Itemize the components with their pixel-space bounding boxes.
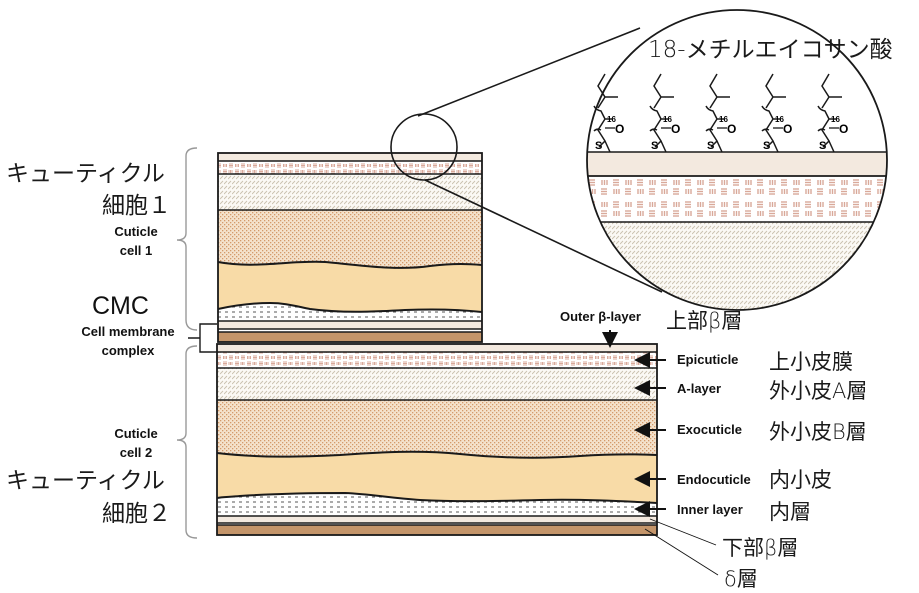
bracket-cell-2 bbox=[176, 345, 198, 539]
c2-exocuticle-layer bbox=[217, 400, 657, 460]
c2-outer-beta-layer bbox=[217, 344, 657, 352]
c2-delta-layer bbox=[217, 525, 657, 535]
layer-en-endocuticle: Endocuticle bbox=[677, 472, 751, 487]
repeat-subscript: 16 bbox=[719, 115, 728, 124]
layer-jp-inner-layer: 内層 bbox=[769, 500, 811, 524]
magnifier-connector-bottom bbox=[424, 179, 663, 293]
molecule-skeleton bbox=[817, 73, 842, 153]
layer-en-inner-layer: Inner layer bbox=[677, 502, 743, 517]
label-arrows bbox=[602, 330, 666, 517]
layer-jp-endocuticle: 内小皮 bbox=[769, 468, 832, 492]
c2-a-layer bbox=[217, 368, 657, 400]
inset-beta-layer bbox=[587, 152, 887, 176]
c1-a-layer bbox=[218, 174, 482, 210]
c1-endocuticle-layer bbox=[218, 261, 482, 312]
oxygen-atom: O bbox=[615, 122, 624, 136]
sulfur-atom: S bbox=[651, 140, 658, 152]
layer-jp-epicuticle: 上小皮膜 bbox=[769, 350, 853, 374]
repeat-subscript: 16 bbox=[607, 115, 616, 124]
layer-en-exocuticle: Exocuticle bbox=[677, 422, 743, 437]
fatty-acid-molecule: 16O S bbox=[649, 73, 680, 153]
bracket-cell-1 bbox=[176, 147, 198, 331]
c1-exocuticle-layer bbox=[218, 210, 482, 270]
repeat-subscript: 16 bbox=[663, 115, 672, 124]
cmc-label: CMC bbox=[92, 292, 149, 320]
c1-delta-layer bbox=[218, 332, 482, 342]
layer-jp-outer-beta: 上部β層 bbox=[666, 309, 743, 333]
fatty-acid-molecule: 16O S bbox=[817, 73, 848, 153]
repeat-subscript: 16 bbox=[775, 115, 784, 124]
cmc-en-label-line1: Cell membrane bbox=[81, 324, 175, 339]
oxygen-atom: O bbox=[727, 122, 736, 136]
c2-lower-beta-layer bbox=[217, 516, 657, 523]
oxygen-atom: O bbox=[671, 122, 680, 136]
layer-jp-a-layer: 外小皮A層 bbox=[769, 379, 868, 403]
oxygen-atom: O bbox=[839, 122, 848, 136]
layer-en-outer-beta: Outer β-layer bbox=[560, 309, 641, 324]
cuticle-cell-1-block bbox=[217, 152, 483, 343]
cell1-jp-label-line1: キューティクル bbox=[6, 161, 165, 187]
sulfur-atom: S bbox=[595, 140, 602, 152]
cell1-en-label-line1: Cuticle bbox=[114, 224, 158, 239]
c2-inner-layer bbox=[217, 493, 657, 516]
cell2-en-label-line2: cell 2 bbox=[119, 445, 153, 460]
layer-en-epicuticle: Epicuticle bbox=[677, 352, 739, 367]
molecule-skeleton bbox=[761, 73, 786, 153]
c2-epicuticle-layer bbox=[217, 352, 657, 368]
molecule-skeleton bbox=[705, 73, 730, 153]
leader-lower-beta bbox=[649, 518, 717, 546]
sulfur-atom: S bbox=[763, 140, 770, 152]
fatty-acid-molecule: 16O S bbox=[761, 73, 792, 153]
c1-outer-beta-layer bbox=[218, 153, 482, 161]
bracket-cmc bbox=[188, 323, 217, 353]
cmc-en-label: Cell membrane complex bbox=[68, 322, 188, 360]
c1-epicuticle-layer bbox=[218, 161, 482, 174]
repeat-subscript: 16 bbox=[831, 115, 840, 124]
cell1-en-label: Cuticle cell 1 bbox=[100, 222, 172, 260]
layer-jp-exocuticle: 外小皮B層 bbox=[769, 420, 867, 444]
inset-title: 18-メチルエイコサン酸 bbox=[648, 37, 893, 63]
fatty-acid-molecule: 16O S bbox=[593, 73, 624, 153]
cell2-jp-label-line2: 細胞２ bbox=[102, 501, 171, 527]
cell2-en-label: Cuticle cell 2 bbox=[100, 424, 172, 462]
layer-en-a-layer: A-layer bbox=[677, 381, 722, 396]
oxygen-atom: O bbox=[783, 122, 792, 136]
cmc-en-label-line2: complex bbox=[101, 343, 155, 358]
cell2-jp-label-line1: キューティクル bbox=[6, 468, 165, 494]
molecule-skeleton bbox=[649, 73, 674, 153]
c1-lower-beta-layer bbox=[218, 321, 482, 329]
cuticle-cell-2-block bbox=[216, 343, 658, 536]
molecule-skeleton bbox=[593, 73, 618, 153]
fatty-acid-molecule: 16O S bbox=[705, 73, 736, 153]
cell2-en-label-line1: Cuticle bbox=[114, 426, 158, 441]
c2-endocuticle-layer bbox=[217, 451, 657, 503]
sulfur-atom: S bbox=[819, 140, 826, 152]
magnifier-connector-top bbox=[417, 27, 641, 117]
layer-jp-lower-beta: 下部β層 bbox=[722, 536, 799, 560]
sulfur-atom: S bbox=[707, 140, 714, 152]
inset-epicuticle-layer bbox=[587, 176, 887, 222]
leader-delta bbox=[644, 528, 719, 576]
layer-jp-delta: δ層 bbox=[724, 567, 758, 591]
cell1-en-label-line2: cell 1 bbox=[119, 243, 153, 258]
cell1-jp-label-line2: 細胞１ bbox=[102, 193, 171, 219]
